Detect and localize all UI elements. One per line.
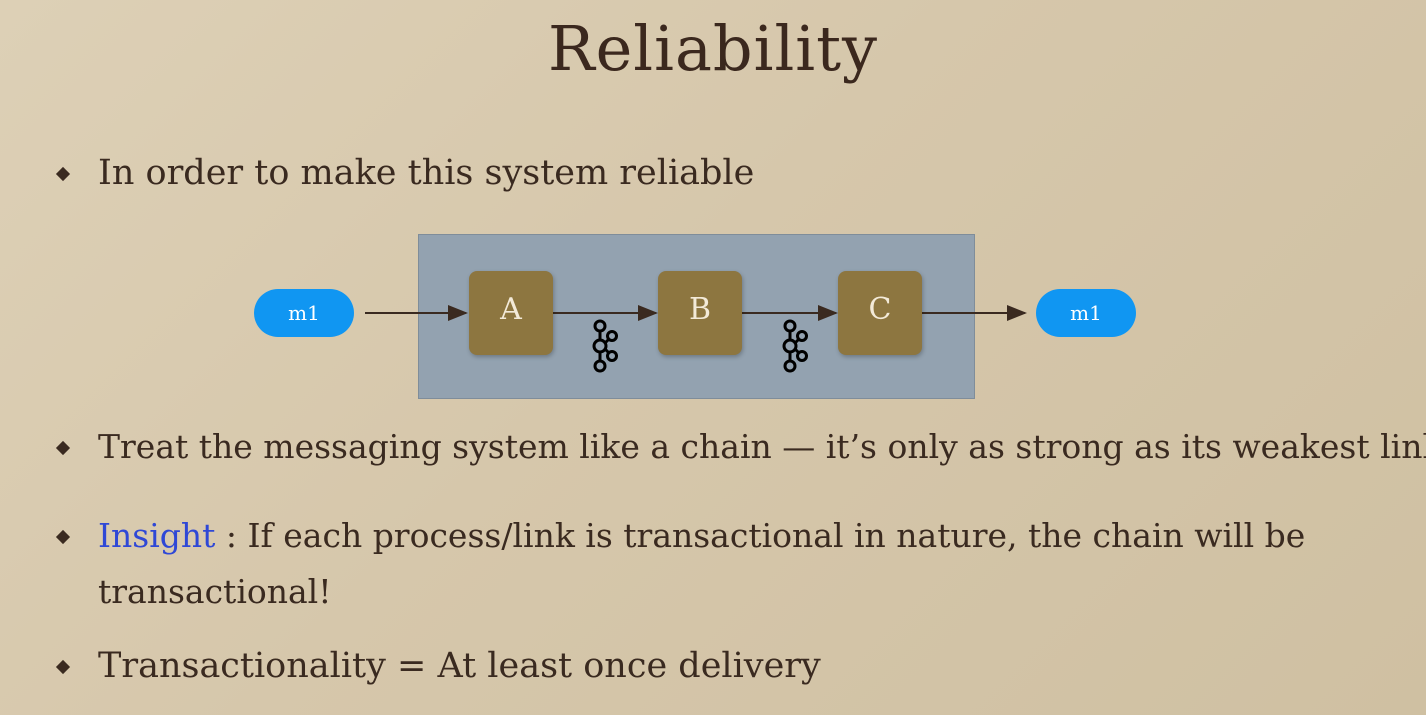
kafka-icon bbox=[592, 319, 618, 373]
output-message-pill: m1 bbox=[1036, 289, 1136, 337]
input-message-pill: m1 bbox=[254, 289, 354, 337]
process-node-c: C bbox=[838, 271, 922, 355]
bullet-3-line2: transactional! bbox=[98, 572, 332, 611]
bullet-4-text: Transactionality = At least once deliver… bbox=[98, 646, 821, 686]
kafka-icon bbox=[782, 319, 808, 373]
process-node-a: A bbox=[469, 271, 553, 355]
insight-label: Insight bbox=[98, 516, 216, 555]
bullet-3-line1: : If each process/link is transactional … bbox=[215, 516, 1306, 555]
bullet-3-text: Insight : If each process/link is transa… bbox=[98, 510, 1305, 562]
process-node-b: B bbox=[658, 271, 742, 355]
bullet-1-text: In order to make this system reliable bbox=[98, 153, 755, 193]
bullet-2-text: Treat the messaging system like a chain … bbox=[98, 427, 1426, 466]
slide-title: Reliability bbox=[547, 12, 879, 85]
